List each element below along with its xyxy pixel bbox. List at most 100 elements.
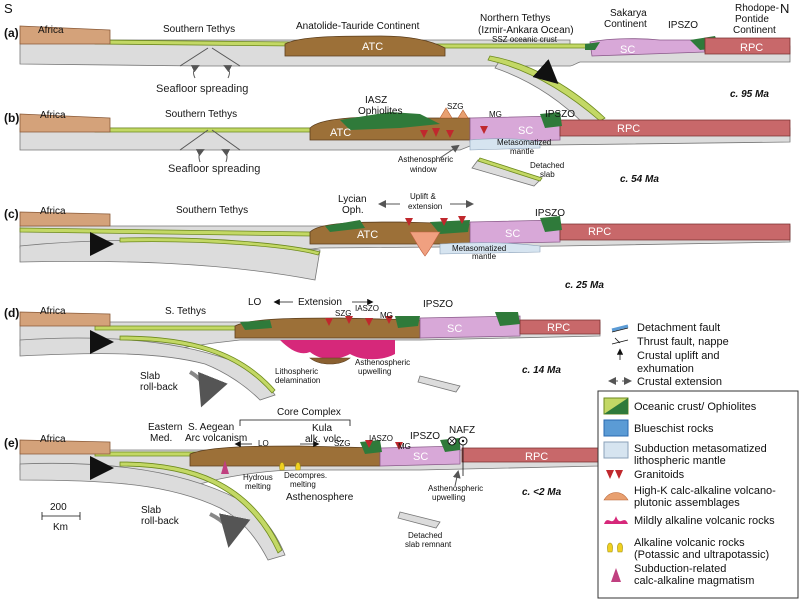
panel-b-sc: SC [518,125,533,137]
panel-b-detached-1: Detached [530,161,564,170]
panel-a-subduction-arrow [532,59,559,84]
panel-e-hydrous-1: Hydrous [243,473,273,482]
panel-c-lycian-1: Lycian [338,194,367,205]
panel-e-hydrous-2: melting [245,482,271,491]
panel-b-atc: ATC [330,127,351,139]
panel-b-age: c. 54 Ma [620,174,659,185]
panel-b-astheno-1: Asthenospheric [398,155,453,164]
scale-unit: Km [53,522,68,533]
panel-c-sc: SC [505,228,520,240]
panel-a-ipszo: IPSZO [668,20,698,31]
panel-c-metasomatized-1: Metasomatized [452,244,506,253]
panel-c-atc: ATC [357,229,378,241]
panel-e-szg: SZG [334,439,350,448]
panel-b-iasz: IASZ [365,95,387,106]
thrust-fault-icon [611,337,629,345]
panel-e-alkaline-volcanic [279,462,301,471]
panel-e-rollback-arrow [209,512,251,548]
alkaline-volcanic-icon [607,542,623,553]
legend-swatch-metasomatized [603,441,629,459]
granitoid-icon [606,470,623,479]
legend-oceanic: Oceanic crust/ Ophiolites [634,401,757,413]
legend-blueschist: Blueschist rocks [634,423,714,435]
panel-e-africa-block [19,439,111,455]
panel-e-iaszo: IASZO [369,434,393,443]
detachment-fault-icon [611,324,629,333]
panel-e-asthenosphere: Asthenosphere [286,492,354,503]
legend-granitoids: Granitoids [634,469,685,481]
panel-a-spread-arrow-left [190,65,200,79]
panel-b-detached-slab-crust [477,157,543,182]
panel-b-africa-block [19,113,111,133]
panel-b-mg: MG [489,110,502,119]
panel-b: (b) Africa Southern Tethys IASZ Ophiolit… [4,95,791,187]
panel-d-iaszo: IASZO [355,304,379,313]
panel-e-decomp-2: melting [290,480,316,489]
scale-line [41,512,81,520]
mildly-alkaline-icon [604,516,628,524]
panel-e-slab-1: Slab [141,505,161,516]
panel-b-granitoids [420,126,488,138]
panel-b-metasomatized-mantle [469,138,541,151]
panel-a: (a) Africa Southern Tethys Anatolide-Tau… [4,3,791,126]
panel-c-lycian-2: Oph. [342,205,364,216]
panel-e-eastern-1: Eastern [148,422,182,433]
panel-d-granitoids [325,316,393,326]
panel-d-delamination-block [309,357,351,365]
panel-d-lith-1: Lithospheric [275,367,318,376]
panel-b-africa: Africa [40,110,66,121]
panel-c-volcano-plutonic [409,231,441,257]
panel-a-sakarya-1: Sakarya [610,8,647,19]
panel-e-letter: (e) [4,436,19,450]
panel-d-s-tethys: S. Tethys [165,306,206,317]
panel-b-southern-tethys: Southern Tethys [165,109,237,120]
panel-a-spreading-right [211,47,241,67]
panel-b-ophiolite [340,112,562,130]
panel-c-africa-block [19,211,111,227]
legend-highk-2: plutonic assemblages [634,497,740,509]
panel-e-saegean-2: Arc volcanism [185,433,247,444]
panel-e-core-bracket [239,419,351,426]
panel-d-ipszo: IPSZO [423,299,453,310]
panel-a-rpc-block [704,37,791,55]
panel-d-rpc-block [519,319,601,335]
legend-swatch-blueschist [603,419,629,437]
volcano-plutonic-icon [603,492,629,501]
scale-bar: 200 Km [41,502,81,533]
panel-e-detached-2: slab remnant [405,540,452,549]
panel-d-detached-slab [417,375,461,393]
panel-a-northern-tethys: Northern Tethys [480,13,550,24]
panel-d-alkaline [280,340,395,360]
panel-b-ipszo: IPSZO [545,109,575,120]
panel-b-metasomatized-2: mantle [510,147,535,156]
south-label: S [4,1,13,16]
legend-swatch-ophiolite [604,398,628,414]
panel-a-africa: Africa [38,25,64,36]
panel-d-slab [19,337,276,401]
panel-b-szg: SZG [447,102,463,111]
panel-d-lith-2: delamination [275,376,320,385]
panel-e-detached-1: Detached [408,531,442,540]
panel-e-decomp-1: Decompres. [284,471,327,480]
legend-alkaline-2: (Potassic and ultrapotassic) [634,549,769,561]
panel-c-age: c. 25 Ma [565,280,604,291]
panel-a-southern-tethys: Southern Tethys [163,24,235,35]
legend-highk-1: High-K calc-alkaline volcano- [634,485,776,497]
panel-a-rhodope-1: Rhodope- [735,3,779,14]
panel-d-rollback-arrow [188,370,228,408]
panel-b-spreading-left [179,129,209,151]
symbol-key: Detachment fault Thrust fault, nappe Cru… [608,322,729,388]
key-detachment: Detachment fault [637,322,720,334]
panel-d-lo: LO [248,297,262,308]
key-thrust: Thrust fault, nappe [637,336,729,348]
panel-c-uplift-2: extension [408,202,442,211]
panel-c-metasomatized [439,242,541,255]
panel-b-spread-arrow-left [195,149,205,163]
panel-c-ipszo: IPSZO [535,208,565,219]
panel-d-slab-2: roll-back [140,382,179,393]
panel-e-granitoids [365,440,403,450]
panel-a-spread-arrow-right [223,65,233,79]
panel-d-sc-block [419,315,521,339]
panel-b-ophiolites: Ophiolites [358,106,402,117]
panel-b-window-arrow [439,144,460,159]
